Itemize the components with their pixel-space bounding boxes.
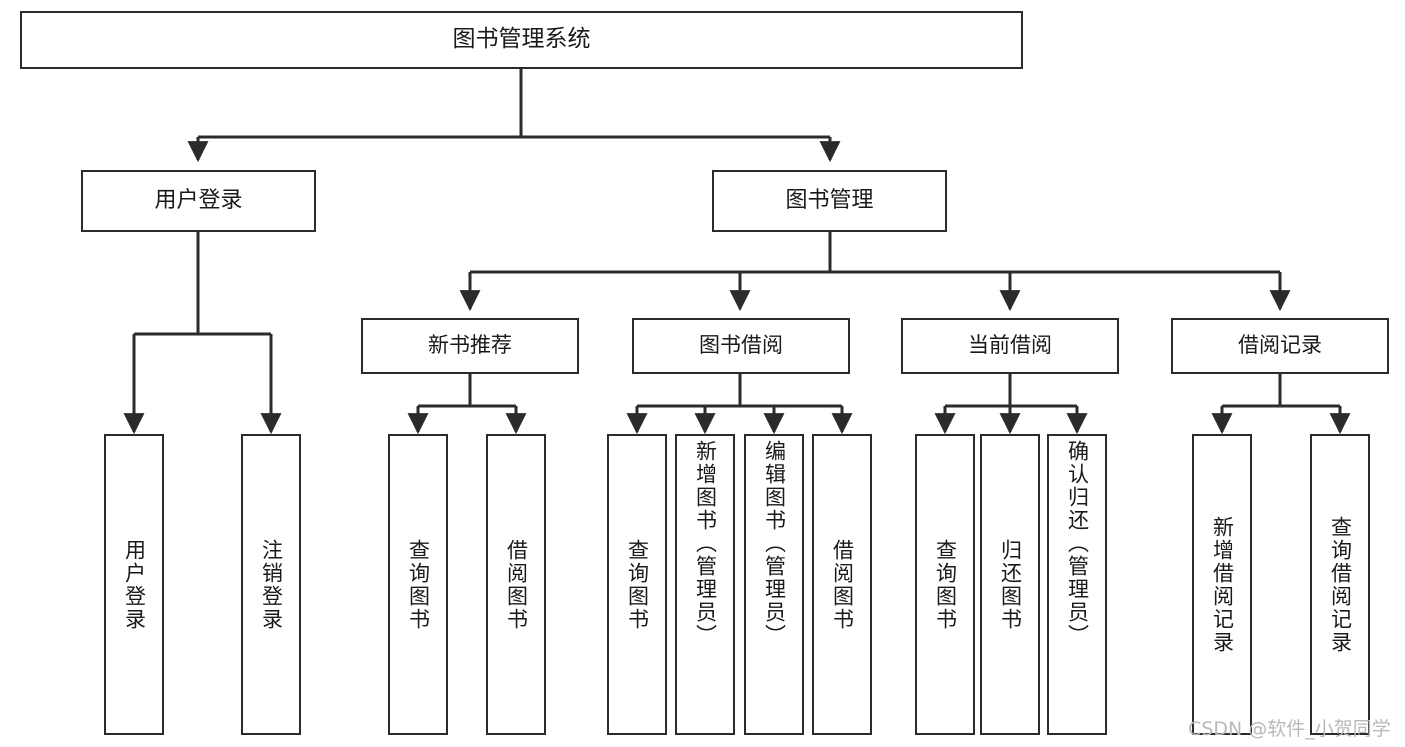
leaf-record-query-record[interactable]: 查询借阅记录 xyxy=(1310,434,1370,735)
leaf-borrow-edit-book[interactable]: 编辑图书（管理员） xyxy=(744,434,804,735)
node-label: 图书管理 xyxy=(785,187,874,213)
node-label: 借阅图书 xyxy=(504,538,529,631)
node-label: 借阅图书 xyxy=(830,538,855,631)
node-label: 图书管理系统 xyxy=(452,26,591,53)
node-label: 新增图书（管理员） xyxy=(693,440,718,647)
node-label: 用户登录 xyxy=(154,187,243,213)
node-user-login[interactable]: 用户登录 xyxy=(81,170,316,232)
node-label: 查询图书 xyxy=(933,538,958,631)
node-label: 编辑图书（管理员） xyxy=(762,440,787,647)
node-label: 新增借阅记录 xyxy=(1210,515,1235,654)
csdn-watermark: CSDN @软件_小贺同学 xyxy=(1188,718,1391,740)
leaf-current-query-book[interactable]: 查询图书 xyxy=(915,434,975,735)
node-label: 用户登录 xyxy=(122,538,147,631)
node-label: 图书借阅 xyxy=(699,333,783,358)
leaf-current-return-book[interactable]: 归还图书 xyxy=(980,434,1040,735)
node-borrow-record[interactable]: 借阅记录 xyxy=(1171,318,1389,374)
node-label: 查询图书 xyxy=(625,538,650,631)
leaf-user-login-signout[interactable]: 注销登录 xyxy=(241,434,301,735)
leaf-recommend-query-book[interactable]: 查询图书 xyxy=(388,434,448,735)
node-book-management[interactable]: 图书管理 xyxy=(712,170,947,232)
node-root-system[interactable]: 图书管理系统 xyxy=(20,11,1023,69)
node-label: 查询图书 xyxy=(406,538,431,631)
leaf-borrow-borrow-book[interactable]: 借阅图书 xyxy=(812,434,872,735)
leaf-recommend-borrow-book[interactable]: 借阅图书 xyxy=(486,434,546,735)
node-new-book-recommend[interactable]: 新书推荐 xyxy=(361,318,579,374)
node-current-borrow[interactable]: 当前借阅 xyxy=(901,318,1119,374)
node-label: 注销登录 xyxy=(259,538,284,631)
node-book-borrow[interactable]: 图书借阅 xyxy=(632,318,850,374)
node-label: 借阅记录 xyxy=(1238,333,1322,358)
leaf-borrow-query-book[interactable]: 查询图书 xyxy=(607,434,667,735)
node-label: 当前借阅 xyxy=(968,333,1052,358)
leaf-record-add-record[interactable]: 新增借阅记录 xyxy=(1192,434,1252,735)
node-label: 归还图书 xyxy=(998,538,1023,631)
node-label: 确认归还（管理员） xyxy=(1065,440,1090,647)
leaf-borrow-add-book[interactable]: 新增图书（管理员） xyxy=(675,434,735,735)
node-label: 新书推荐 xyxy=(428,333,512,358)
leaf-current-confirm-return[interactable]: 确认归还（管理员） xyxy=(1047,434,1107,735)
node-label: 查询借阅记录 xyxy=(1328,515,1353,654)
leaf-user-login-signin[interactable]: 用户登录 xyxy=(104,434,164,735)
